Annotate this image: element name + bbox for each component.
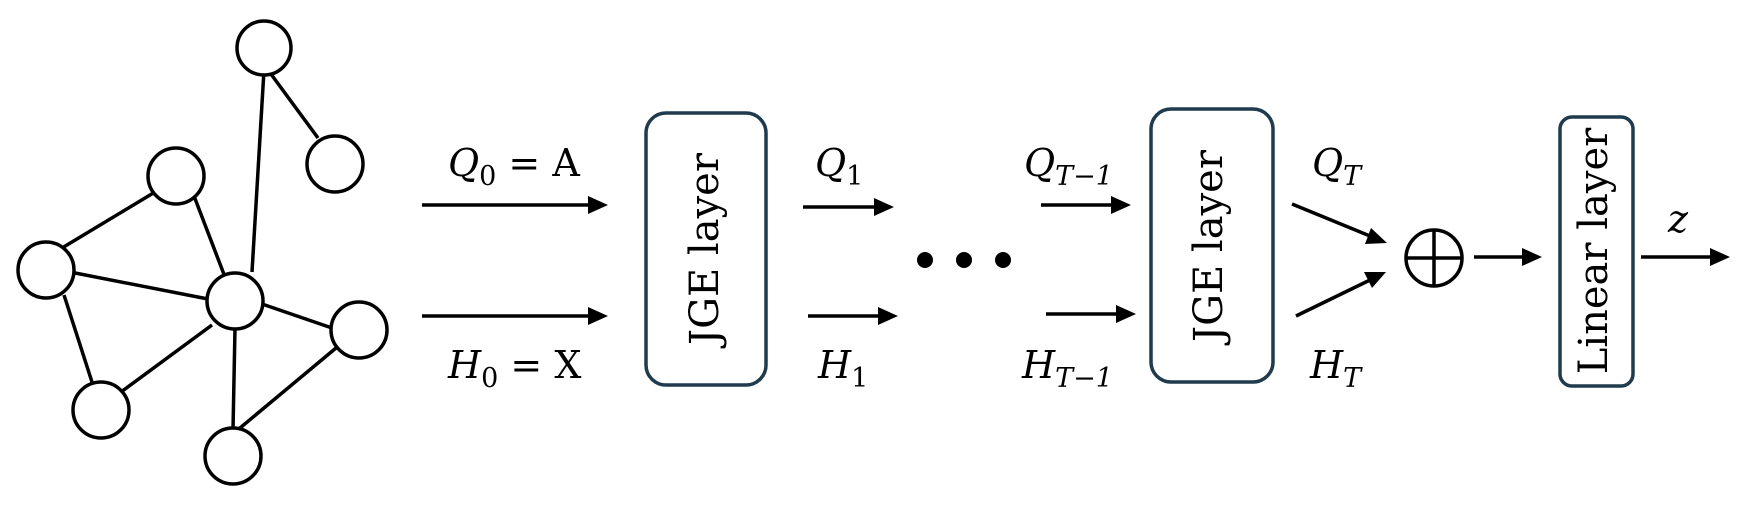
graph-edge — [62, 294, 94, 383]
oplus-icon — [1404, 228, 1464, 288]
q1-arrow — [803, 198, 894, 216]
input-graph — [16, 19, 389, 486]
q1-label: Q1 — [815, 141, 863, 192]
linear-layer-label: Linear layer — [1571, 127, 1617, 374]
output-arrow — [1641, 248, 1730, 266]
graph-node — [16, 240, 76, 300]
ht-label: HT — [1309, 343, 1363, 394]
jge-layer-1-label: JGE layer — [682, 152, 728, 349]
jge-layer-2: JGE layer — [1149, 107, 1275, 384]
graph-edge — [119, 323, 214, 394]
graph-node — [203, 426, 263, 486]
graph-node — [205, 271, 265, 331]
graph-edge — [192, 195, 227, 278]
qt-1-label: QT−1 — [1024, 141, 1113, 192]
graph-edge — [250, 69, 266, 273]
ellipsis-dot — [995, 252, 1011, 268]
graph-nodes — [16, 19, 389, 486]
graph-edge — [266, 68, 320, 140]
ht-arrow — [1295, 272, 1386, 318]
jge-layer-2-label: JGE layer — [1186, 149, 1232, 346]
graph-edge — [61, 190, 156, 250]
graph-node — [329, 300, 389, 360]
h0-arrow — [422, 307, 608, 325]
graph-edge — [238, 346, 338, 430]
graph-node — [71, 380, 131, 440]
graph-edge — [261, 302, 333, 330]
ht-1-label: HT−1 — [1021, 343, 1113, 394]
h1-label: H1 — [817, 343, 868, 394]
ht-1-arrow — [1046, 305, 1136, 323]
linear-layer: Linear layer — [1558, 115, 1635, 388]
h1-arrow — [808, 307, 898, 325]
graph-edge — [231, 327, 237, 431]
graph-node — [305, 134, 365, 194]
jge-layer-1: JGE layer — [644, 111, 768, 387]
oplus-to-linear-arrow — [1474, 248, 1542, 266]
graph-edge — [69, 270, 209, 301]
ellipsis — [917, 252, 1011, 268]
graph-node — [146, 146, 206, 206]
q0-arrow — [422, 196, 608, 214]
ellipsis-dot — [917, 252, 933, 268]
qt-label: QT — [1312, 141, 1363, 192]
qt-arrow — [1291, 202, 1387, 244]
z-label: z — [1667, 197, 1689, 241]
ellipsis-dot — [956, 252, 972, 268]
graph-node — [235, 19, 293, 77]
graph-edges — [61, 68, 338, 431]
h0-label: H0 = X — [447, 343, 581, 394]
qt-1-arrow — [1041, 196, 1131, 214]
q0-label: Q0 = A — [448, 141, 580, 192]
